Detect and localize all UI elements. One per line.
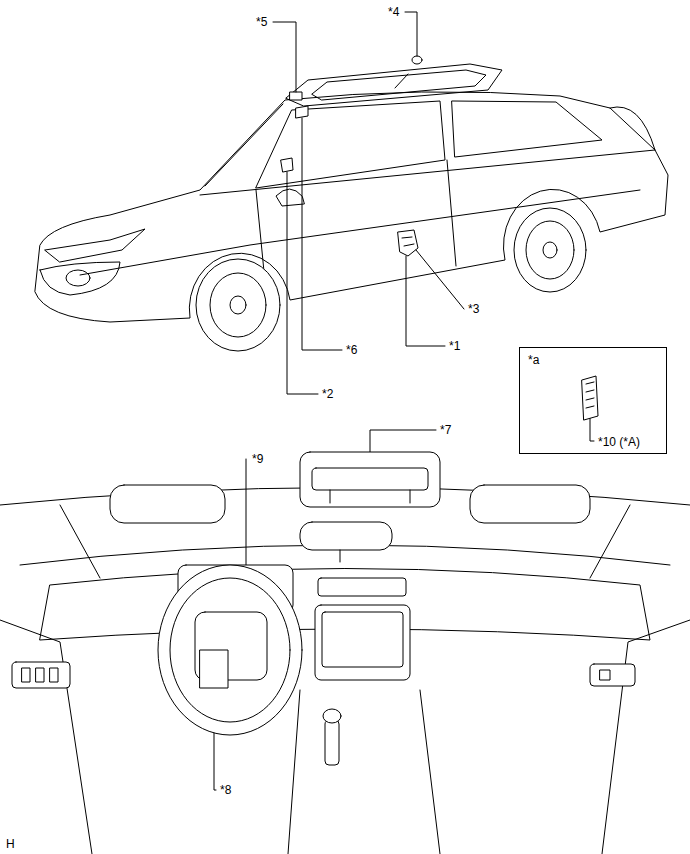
callout-number: *3 xyxy=(468,303,479,315)
figure-code: H xyxy=(6,838,15,850)
callout-number: *4 xyxy=(388,6,399,18)
inset-box: *a *10 (*A) xyxy=(519,347,667,454)
car-interior xyxy=(0,452,690,854)
callout-number: *2 xyxy=(322,388,333,400)
car-exterior xyxy=(35,56,668,351)
callout-number: *5 xyxy=(256,16,267,28)
callout-number: *6 xyxy=(346,344,357,356)
inset-part xyxy=(582,376,598,420)
callout-number: *8 xyxy=(220,784,231,796)
inset-label: *a xyxy=(528,354,539,366)
callout-number: *1 xyxy=(449,340,460,352)
callout-number: *9 xyxy=(252,453,263,465)
callout-number: *7 xyxy=(440,424,451,436)
callout-number: *10 (*A) xyxy=(598,436,640,448)
